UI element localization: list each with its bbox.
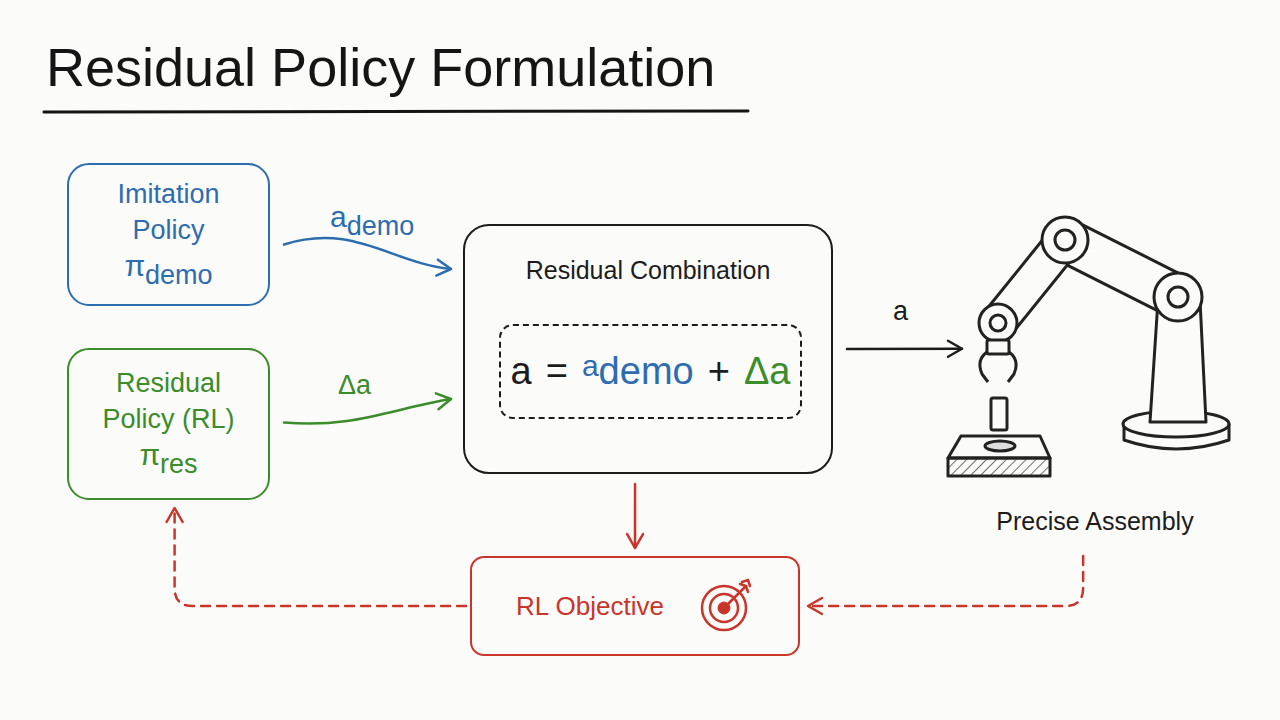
flow-connector <box>627 484 643 548</box>
node-text: πdemo <box>124 248 212 293</box>
node-text: + <box>708 350 730 393</box>
arrow-head <box>627 534 643 548</box>
node-text: ademo <box>582 349 694 393</box>
connector-line <box>634 484 637 548</box>
node-text: Δa <box>744 350 791 393</box>
node-text: Residual Policy (RL) <box>89 365 249 437</box>
arrow-head <box>948 341 962 357</box>
formula-box: a = ademo + Δa <box>499 324 802 419</box>
node-text: Precise Assembly <box>996 507 1193 536</box>
arrow-head <box>436 260 451 276</box>
connector-line <box>284 399 451 424</box>
node-text: Imitation Policy <box>89 176 249 248</box>
feedback-connector <box>808 556 1083 614</box>
feedback-connector <box>167 508 466 606</box>
connector-line <box>175 508 466 606</box>
flow-connector <box>847 341 962 357</box>
policy-box: Residual Policy (RL)πres <box>67 348 270 500</box>
diagram-title: Residual Policy Formulation <box>46 36 715 98</box>
arrow-head <box>167 508 183 522</box>
connector-line <box>847 347 962 350</box>
connector-line <box>808 556 1083 606</box>
title-underline <box>44 111 748 112</box>
robot-node: Precise Assembly <box>960 210 1230 550</box>
arrow-head <box>808 598 822 614</box>
process-box: Residual Combination a = ademo + Δa <box>463 224 833 474</box>
edge-label: ademo <box>330 200 414 242</box>
connector-line <box>284 238 451 269</box>
node-text: πres <box>139 437 197 482</box>
node-text: RL Objective <box>516 591 664 622</box>
node-text: a <box>511 350 532 393</box>
flow-connector <box>284 238 451 276</box>
objective-box: RL Objective <box>470 556 800 656</box>
robot-arm <box>948 217 1229 476</box>
edge-label: Δa <box>338 370 371 401</box>
target-icon <box>698 578 754 634</box>
policy-box: Imitation Policyπdemo <box>67 163 270 306</box>
node-text: Residual Combination <box>526 256 771 285</box>
edge-label: a <box>893 296 908 327</box>
arrow-head <box>436 393 451 409</box>
node-text: = <box>546 350 568 393</box>
